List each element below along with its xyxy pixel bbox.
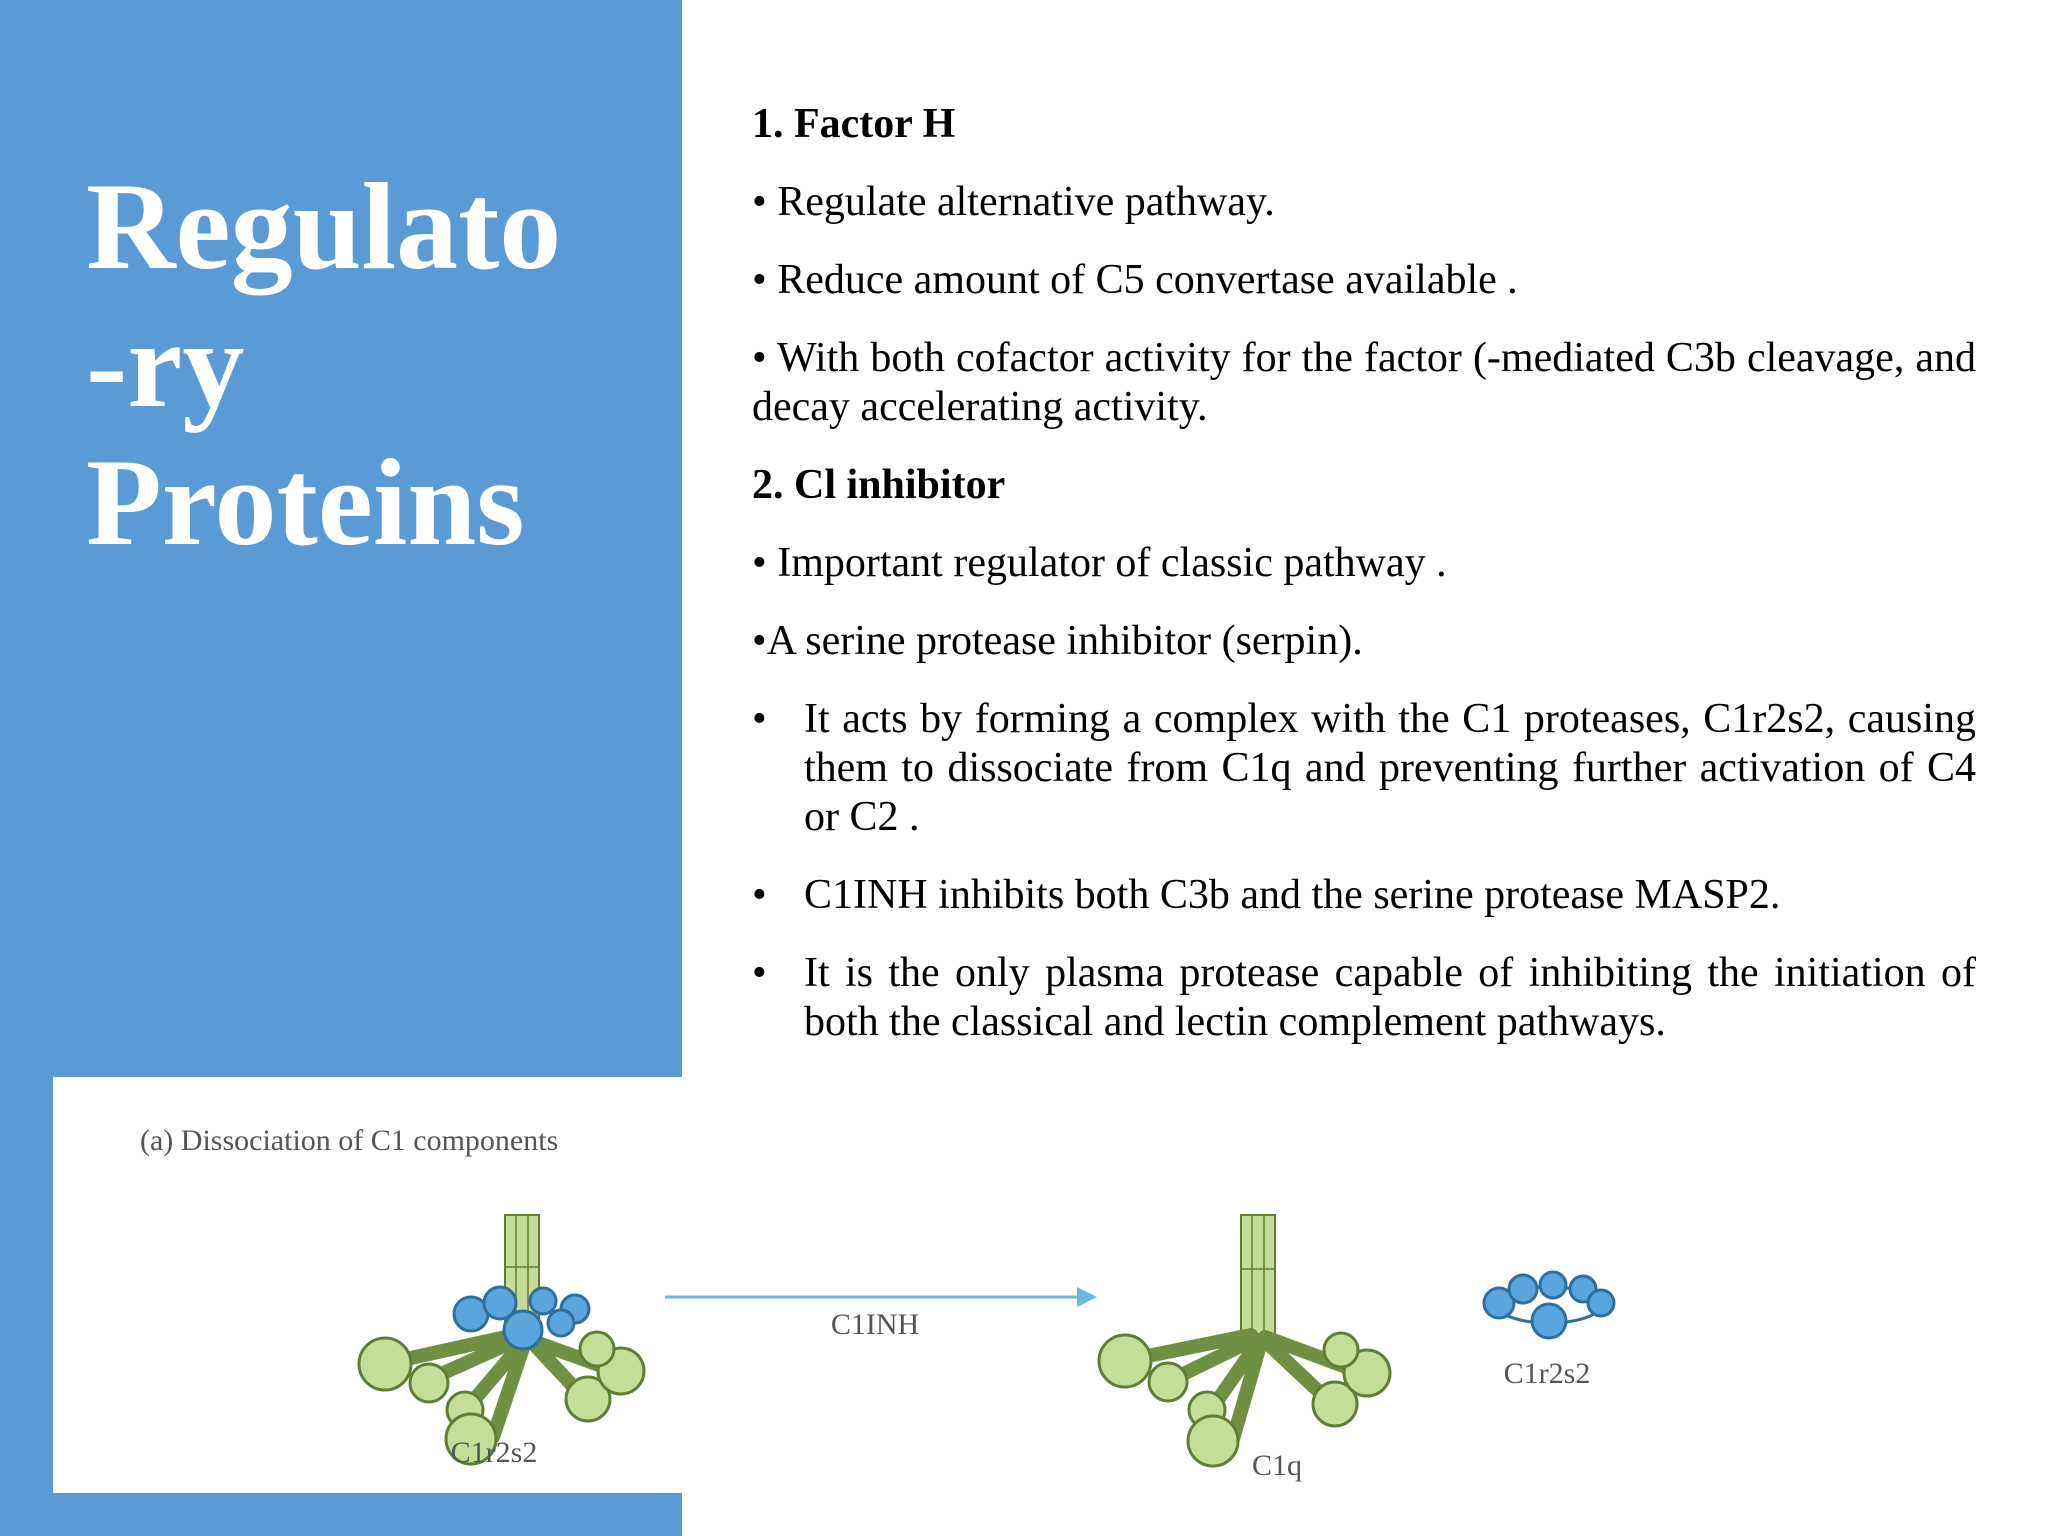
bullet-item: • C1INH inhibits both C3b and the serine … — [752, 871, 1976, 920]
bullet-text: C1INH inhibits both C3b and the serine p… — [804, 872, 1781, 918]
bullet-marker: • — [752, 872, 767, 918]
bullet-marker: • — [752, 540, 767, 586]
c1-complex: C1r2s2 — [357, 1214, 646, 1469]
content-body: 1. Factor H • Regulate alternative pathw… — [752, 100, 1976, 1076]
title-line-3: Proteins — [86, 434, 525, 571]
c1q-globular-heads — [357, 1330, 646, 1466]
c1r2s2-ring — [452, 1285, 591, 1351]
c1r2s2-complex: C1r2s2 — [1482, 1270, 1616, 1390]
bullet-item: • Reduce amount of C5 convertase availab… — [752, 256, 1976, 305]
bullet-item: • With both cofactor activity for the fa… — [752, 334, 1976, 432]
bullet-marker: • — [752, 618, 767, 664]
title-line-1: Regulato — [86, 158, 562, 295]
bullet-marker: • — [752, 335, 767, 381]
bullet-text: It is the only plasma protease capable o… — [804, 950, 1976, 1045]
slide-title: Regulato -ry Proteins — [86, 158, 666, 572]
c1q-molecule: C1q — [1097, 1214, 1392, 1482]
bullet-text: Regulate alternative pathway. — [777, 179, 1275, 225]
label-c1q: C1q — [1252, 1449, 1302, 1482]
label-c1r2s2-right: C1r2s2 — [1504, 1357, 1591, 1390]
bullet-marker: • — [752, 696, 767, 742]
bullet-text: A serine protease inhibitor (serpin). — [766, 618, 1363, 664]
bullet-marker: • — [752, 950, 767, 996]
label-c1r2s2-left: C1r2s2 — [451, 1436, 538, 1469]
figure-caption: (a) Dissociation of C1 components — [140, 1124, 558, 1157]
bullet-item: • Regulate alternative pathway. — [752, 178, 1976, 227]
c1-dissociation-figure: (a) Dissociation of C1 components — [53, 1077, 1645, 1493]
bullet-text: Important regulator of classic pathway . — [777, 540, 1447, 586]
bullet-item: • It acts by forming a complex with the C… — [752, 695, 1976, 842]
bullet-text: With both cofactor activity for the fact… — [752, 335, 1976, 430]
dissociation-arrow: C1INH — [665, 1287, 1097, 1341]
bullet-item: • Important regulator of classic pathway… — [752, 539, 1976, 588]
bullet-text: Reduce amount of C5 convertase available… — [777, 257, 1518, 303]
section-heading-c1-inhibitor: 2. Cl inhibitor — [752, 462, 1006, 508]
title-line-2: -ry — [86, 296, 245, 433]
figure-illustration: (a) Dissociation of C1 components — [140, 1124, 1616, 1482]
c1r2s2-subunits — [1482, 1270, 1616, 1340]
bullet-marker: • — [752, 257, 767, 303]
bullet-item: •A serine protease inhibitor (serpin). — [752, 617, 1976, 666]
section-heading-factor-h: 1. Factor H — [752, 101, 956, 147]
bullet-item: • It is the only plasma protease capable … — [752, 949, 1976, 1047]
c1q-globular-heads — [1097, 1331, 1392, 1468]
c1q-stalk — [1240, 1214, 1276, 1338]
label-c1inh: C1INH — [831, 1308, 919, 1341]
bullet-marker: • — [752, 179, 767, 225]
bullet-text: It acts by forming a complex with the C1… — [804, 696, 1976, 840]
